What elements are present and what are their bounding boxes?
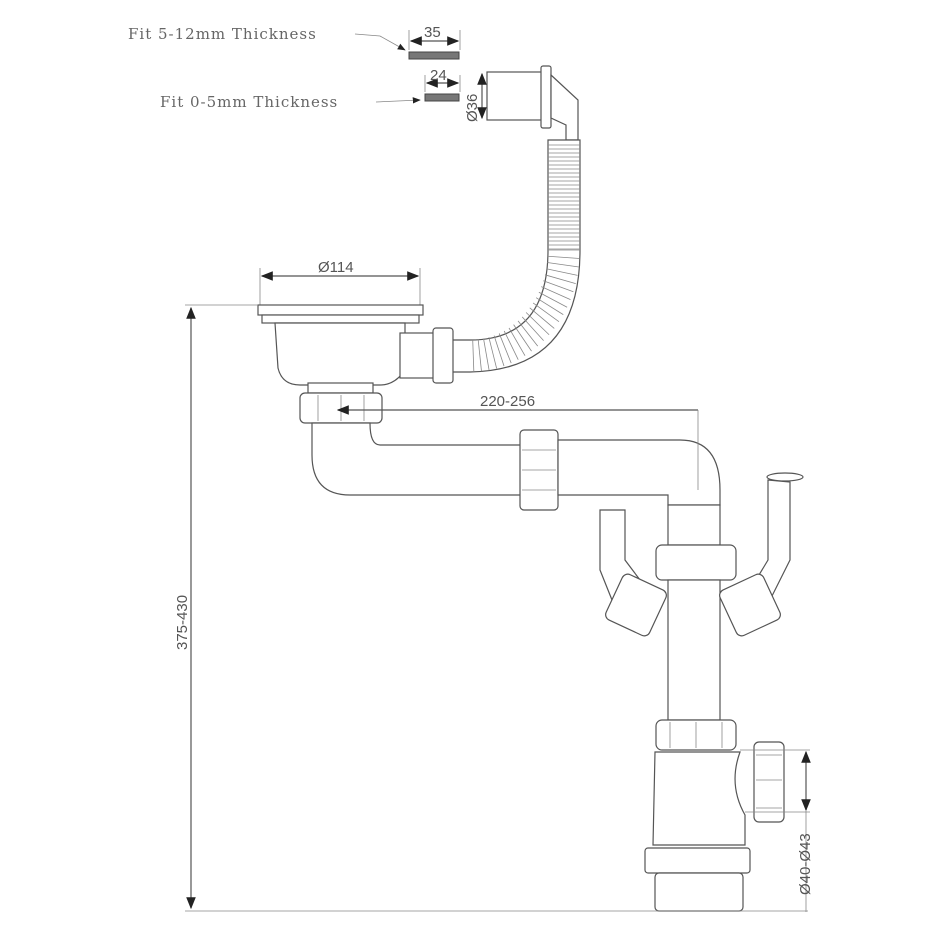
hose-rib bbox=[525, 312, 550, 336]
hose-rib bbox=[483, 338, 490, 371]
hose-rib bbox=[544, 274, 576, 285]
outlet-diameter: Ø40-Ø43 bbox=[797, 833, 814, 895]
strainer-diameter: Ø114 bbox=[318, 259, 354, 276]
hose-rib bbox=[546, 268, 578, 276]
hose-rib bbox=[535, 297, 564, 315]
strainer-basket bbox=[257, 268, 454, 424]
outlet-dimension bbox=[740, 749, 811, 912]
thick-label: Fit 5-12mm Thickness bbox=[128, 25, 317, 43]
horizontal-reach: 220-256 bbox=[480, 393, 535, 410]
hose-rib bbox=[538, 291, 568, 308]
side-inlets bbox=[599, 472, 804, 637]
hose-rib bbox=[521, 316, 544, 341]
hose-rib bbox=[517, 320, 539, 347]
thick-bolt-length: 35 bbox=[424, 24, 441, 41]
hose-rib bbox=[541, 286, 571, 300]
thin-label: Fit 0-5mm Thickness bbox=[160, 93, 338, 111]
overflow-hose bbox=[449, 139, 581, 373]
bolt-thin bbox=[375, 75, 461, 104]
hose-rib bbox=[503, 330, 519, 360]
hose-rib bbox=[532, 302, 560, 323]
hose-rib bbox=[547, 262, 579, 268]
hose-rib bbox=[493, 335, 505, 367]
hose-rib bbox=[508, 327, 526, 356]
hose-rib bbox=[477, 339, 482, 372]
hose-rib bbox=[513, 324, 532, 352]
height-dimension bbox=[185, 304, 808, 912]
hose-rib bbox=[498, 333, 512, 364]
thin-bolt-length: 24 bbox=[430, 67, 447, 84]
hose-rib bbox=[529, 307, 555, 329]
hose-rib bbox=[543, 280, 574, 293]
trap-body bbox=[644, 504, 785, 912]
overflow-head bbox=[477, 65, 579, 141]
hose-rib bbox=[472, 339, 475, 372]
hose-rib bbox=[488, 337, 497, 369]
overflow-diameter: Ø36 bbox=[464, 94, 481, 122]
total-height: 375-430 bbox=[174, 595, 191, 650]
bolt-thick bbox=[354, 30, 461, 60]
horizontal-pipe bbox=[311, 405, 721, 511]
hose-rib bbox=[547, 255, 580, 259]
